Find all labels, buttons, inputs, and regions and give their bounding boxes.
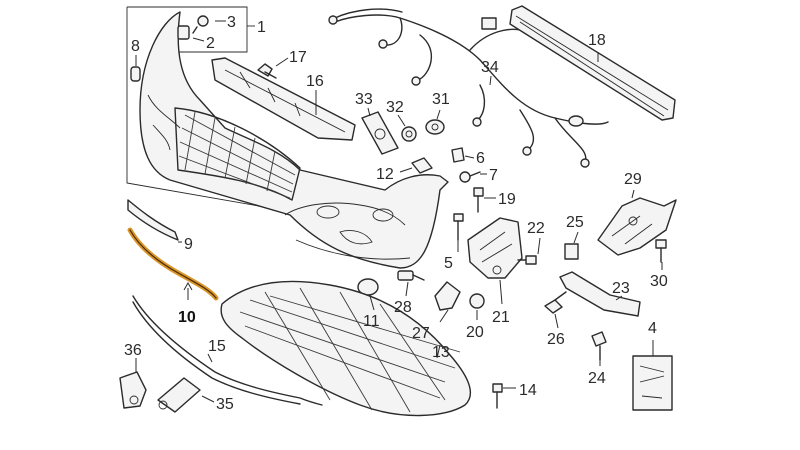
callout-32[interactable]: 32 [386,99,404,116]
callout-15[interactable]: 15 [208,338,226,355]
part-7-screw[interactable] [459,171,481,183]
part-19-bolt[interactable] [473,187,484,213]
callout-16[interactable]: 16 [306,73,324,90]
part-36-bracket[interactable] [119,371,147,409]
callout-14[interactable]: 14 [519,382,537,399]
grille-mesh [174,107,301,201]
callout-24[interactable]: 24 [588,370,606,387]
part-29-side-bracket[interactable] [597,197,677,256]
part-20-grommet[interactable] [469,293,485,309]
callout-31[interactable]: 31 [432,91,450,108]
callout-25[interactable]: 25 [566,214,584,231]
part-27-clamp[interactable] [434,281,461,311]
part-32-sensor[interactable] [401,126,417,142]
part-21-mount-bracket[interactable] [467,217,523,279]
part-8-plug[interactable] [130,66,141,82]
callout-34[interactable]: 34 [481,59,499,76]
part-3-clip[interactable] [192,15,209,34]
leader-lines [135,20,663,403]
callout-9[interactable]: 9 [184,236,193,253]
part-10-trim-strip[interactable] [127,227,219,301]
part-13-undertray[interactable] [220,280,472,417]
callout-5[interactable]: 5 [444,255,453,272]
callout-11[interactable]: 11 [363,313,380,330]
callout-36[interactable]: 36 [124,342,142,359]
callout-27[interactable]: 27 [412,325,430,342]
part-6-retainer[interactable] [451,147,465,163]
callout-3[interactable]: 3 [227,14,236,31]
part-2-nut[interactable] [177,25,190,40]
part-28-connector[interactable] [397,270,425,281]
part-25-nut[interactable] [564,243,579,260]
callout-19[interactable]: 19 [498,191,516,208]
callout-1[interactable]: 1 [257,19,266,36]
callout-21[interactable]: 21 [492,309,510,326]
callout-22[interactable]: 22 [527,220,545,237]
callout-35[interactable]: 35 [216,396,234,413]
part-5-bolt[interactable] [453,213,464,241]
callout-6[interactable]: 6 [476,150,485,167]
callout-17[interactable]: 17 [289,49,307,66]
callout-26[interactable]: 26 [547,331,565,348]
part-26-screw[interactable] [544,291,567,314]
part-34-wiring-harness[interactable] [328,8,609,168]
callout-10[interactable]: 10 [178,309,196,326]
part-30-bolt[interactable] [655,239,667,263]
callout-8[interactable]: 8 [131,38,140,55]
part-22-bolt[interactable] [517,255,537,265]
part-24-screw[interactable] [591,331,607,361]
part-18-reinforcement-bar[interactable] [509,5,676,121]
callout-33[interactable]: 33 [355,91,373,108]
part-4-bag[interactable] [632,355,673,411]
part-16-bracket[interactable] [211,57,356,141]
callout-23[interactable]: 23 [612,280,630,297]
callout-2[interactable]: 2 [206,35,215,52]
part-12-clip[interactable] [411,157,433,174]
callout-7[interactable]: 7 [489,167,498,184]
callout-18[interactable]: 18 [588,32,606,49]
part-17-screw[interactable] [257,63,277,79]
callout-29[interactable]: 29 [624,171,642,188]
callout-13[interactable]: 13 [432,344,450,361]
part-35-sensor-bracket[interactable] [157,377,201,413]
part-14-bolt[interactable] [492,383,503,409]
callout-28[interactable]: 28 [394,299,412,316]
callout-4[interactable]: 4 [648,320,657,337]
part-31-sensor[interactable] [425,119,445,135]
part-9-lower-molding[interactable] [127,199,179,241]
part-33-sensor-holder[interactable] [361,111,399,155]
callout-labels: 1 2 3 8 17 16 18 34 33 32 31 6 12 7 19 2… [124,14,668,413]
callout-30[interactable]: 30 [650,273,668,290]
callout-12[interactable]: 12 [376,166,394,183]
part-23-lower-support[interactable] [559,271,641,317]
part-15-trim-strip[interactable] [132,295,323,406]
callout-20[interactable]: 20 [466,324,484,341]
